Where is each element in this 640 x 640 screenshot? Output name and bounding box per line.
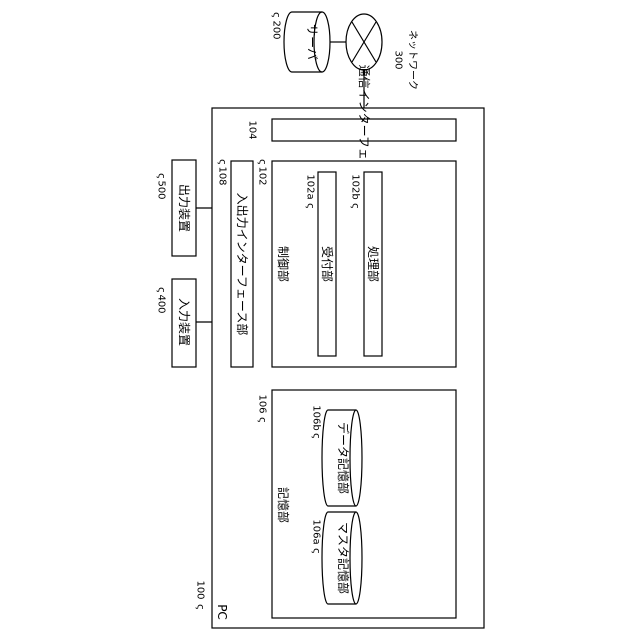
io-interface-ref: 108 bbox=[217, 166, 228, 185]
data-storage-label: データ記憶部 bbox=[336, 422, 351, 494]
master-storage-ref-mark: ς bbox=[311, 548, 322, 554]
storage-ref-mark: ς bbox=[257, 417, 268, 423]
pc-label: PC bbox=[215, 604, 229, 620]
data-storage-cylinder: データ記憶部 bbox=[322, 410, 362, 506]
data-storage-ref: 106b bbox=[311, 405, 322, 430]
processing-ref: 102b bbox=[350, 174, 361, 199]
network-ref: 300 bbox=[393, 50, 404, 69]
reception-ref-mark: ς bbox=[305, 203, 316, 209]
reception-ref: 102a bbox=[305, 174, 316, 199]
processing-ref-mark: ς bbox=[350, 203, 361, 209]
output-device-label: 出力装置 bbox=[177, 184, 191, 232]
control-ref: 102 bbox=[257, 166, 268, 185]
storage-box bbox=[272, 390, 456, 618]
io-interface-label: 入出力インターフェース部 bbox=[235, 193, 250, 336]
control-ref-mark: ς bbox=[257, 159, 268, 165]
pc-ref: 100 bbox=[195, 580, 206, 599]
input-device-ref: 400 bbox=[156, 294, 167, 313]
network-node bbox=[346, 14, 382, 70]
io-interface-ref-mark: ς bbox=[217, 159, 228, 165]
master-storage-ref: 106a bbox=[311, 519, 322, 544]
data-storage-ref-mark: ς bbox=[311, 433, 322, 439]
control-label: 制御部 bbox=[276, 246, 291, 282]
server-ref-mark: ς bbox=[271, 12, 282, 18]
input-device-ref-mark: ς bbox=[156, 287, 167, 293]
network-label: ネットワーク bbox=[407, 30, 419, 90]
processing-label: 処理部 bbox=[366, 246, 381, 282]
comm-interface-ref: 104 bbox=[247, 120, 258, 139]
reception-label: 受付部 bbox=[320, 246, 335, 282]
output-device-ref: 500 bbox=[156, 180, 167, 199]
output-device-ref-mark: ς bbox=[156, 173, 167, 179]
server-ref: 200 bbox=[271, 20, 282, 39]
server-cylinder: サーバ bbox=[284, 12, 330, 72]
input-device-label: 入力装置 bbox=[177, 298, 191, 346]
pc-ref-mark: ς bbox=[195, 604, 206, 610]
server-label: サーバ bbox=[305, 24, 319, 60]
storage-ref: 106 bbox=[257, 394, 268, 413]
master-storage-label: マスタ記憶部 bbox=[336, 522, 351, 594]
master-storage-cylinder: マスタ記憶部 bbox=[322, 512, 362, 604]
storage-label: 記憶部 bbox=[276, 487, 291, 523]
